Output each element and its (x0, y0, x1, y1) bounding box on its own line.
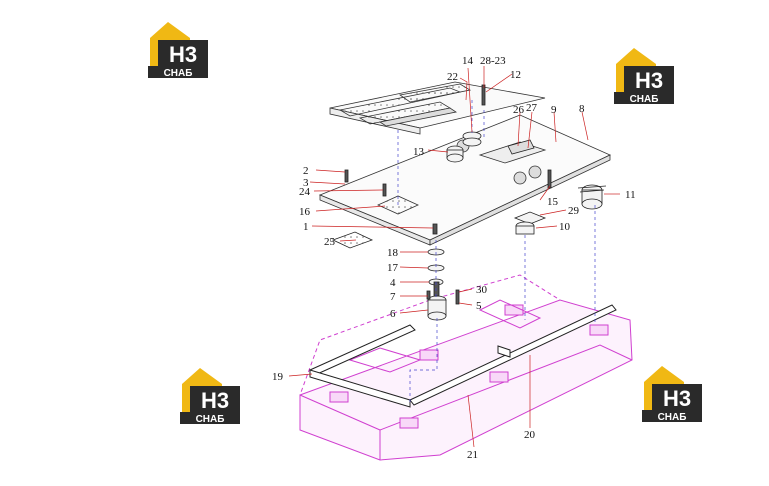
callout-14: 14 (462, 55, 474, 67)
callout-5: 5 (476, 300, 482, 312)
callout-17: 17 (387, 262, 399, 274)
rails (309, 304, 617, 408)
callout-15: 15 (547, 196, 559, 208)
logo-word: СНАБ (630, 94, 659, 105)
callout-18: 18 (387, 247, 399, 259)
callout-12: 12 (510, 69, 521, 81)
brand-logo-top-right: H3 СНАБ (614, 48, 674, 105)
callout-29: 29 (568, 205, 580, 217)
callout-9: 9 (551, 104, 557, 116)
callout-1: 1 (303, 221, 309, 233)
callout-4: 4 (390, 277, 396, 289)
logo-letters: H3 (663, 386, 691, 411)
callout-11: 11 (625, 189, 636, 201)
logo-word: СНАБ (164, 68, 193, 79)
callout-8: 8 (579, 103, 585, 115)
top-cover (329, 81, 546, 135)
logo-letters: H3 (169, 42, 197, 67)
brand-logo-bottom-left: H3 СНАБ (180, 368, 240, 425)
callout-27: 27 (526, 102, 538, 114)
callout-20: 20 (524, 429, 536, 441)
logo-letters: H3 (201, 388, 229, 413)
callout-6: 6 (390, 308, 396, 320)
callout-25: 25 (324, 236, 336, 248)
logo-letters: H3 (635, 68, 663, 93)
callout-2: 2 (303, 165, 309, 177)
assembly-axes (397, 100, 596, 405)
base-frame (299, 274, 633, 461)
callout-labels: 14 28-23 22 12 26 27 9 8 13 2 3 24 15 11… (272, 55, 636, 461)
brand-logo-top-left: H3 СНАБ (148, 22, 208, 79)
callout-7: 7 (390, 291, 396, 303)
callout-19: 19 (272, 371, 284, 383)
callout-16: 16 (299, 206, 311, 218)
callout-10: 10 (559, 221, 571, 233)
callout-28-23: 28-23 (480, 55, 506, 67)
callout-21: 21 (467, 449, 478, 461)
logo-word: СНАБ (196, 414, 225, 425)
callout-3: 3 (303, 177, 309, 189)
brand-logo-bottom-right: H3 СНАБ (642, 366, 702, 423)
callout-24: 24 (299, 186, 311, 198)
callout-22: 22 (447, 71, 458, 83)
logo-word: СНАБ (658, 412, 687, 423)
leader-lines (288, 66, 620, 448)
callout-30: 30 (476, 284, 488, 296)
callout-13: 13 (413, 146, 425, 158)
callout-26: 26 (513, 104, 525, 116)
main-plate (318, 114, 611, 246)
